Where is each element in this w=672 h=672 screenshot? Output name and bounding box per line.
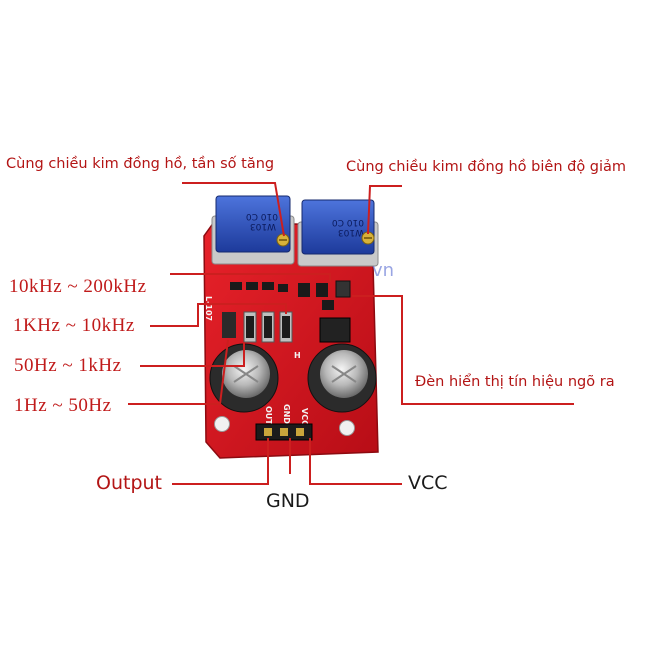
potentiometer-frequency: W103 010 C0 bbox=[211, 195, 295, 265]
vcc-pin-label: VCC bbox=[408, 472, 448, 494]
callout-vcc bbox=[309, 438, 402, 485]
smd-components bbox=[230, 280, 351, 343]
pot-right-code: W103 bbox=[338, 227, 364, 237]
amplitude-knob-note: Cùng chiều kimı đồng hồ biên độ giảm bbox=[346, 159, 627, 175]
watermark: vn bbox=[372, 260, 395, 281]
capacitor-right bbox=[307, 343, 377, 413]
range-label-3: 50Hz ~ 1kHz bbox=[14, 355, 122, 376]
potentiometer-amplitude: W103 010 C0 bbox=[297, 199, 379, 267]
signal-led-note: Đèn hiển thị tín hiệu ngõ ra bbox=[415, 374, 615, 390]
mounting-hole bbox=[339, 420, 355, 436]
callout-frequency bbox=[182, 182, 285, 237]
silk-model: L-107 bbox=[204, 296, 213, 321]
pot-left-code: W103 bbox=[250, 221, 276, 231]
callout-output bbox=[172, 438, 269, 485]
pot-right-code2: 010 C0 bbox=[332, 217, 364, 227]
gnd-pin-label: GND bbox=[266, 490, 310, 512]
callout-range-3 bbox=[140, 342, 245, 367]
pot-left-code2: 010 C0 bbox=[246, 211, 278, 221]
range-label-4: 1Hz ~ 50Hz bbox=[14, 395, 112, 416]
range-label-1: 10kHz ~ 200kHz bbox=[9, 276, 147, 297]
output-pin-label: Output bbox=[96, 472, 162, 494]
pin-header bbox=[255, 423, 313, 441]
silk-h: H bbox=[294, 351, 301, 360]
frequency-knob-note: Cùng chiều kim đồng hồ, tần số tăng bbox=[6, 156, 275, 172]
callout-lines bbox=[128, 182, 574, 485]
callout-amplitude bbox=[367, 185, 402, 235]
silk-vcc: VCC bbox=[300, 408, 309, 426]
range-jumpers bbox=[222, 311, 293, 343]
callout-range-1 bbox=[170, 273, 331, 282]
capacitor-left bbox=[209, 343, 279, 413]
silk-out: OUT bbox=[264, 406, 273, 425]
callout-range-4 bbox=[128, 339, 229, 405]
silk-gnd: GND bbox=[282, 404, 291, 424]
callout-range-2 bbox=[150, 303, 287, 327]
range-label-2: 1KHz ~ 10kHz bbox=[13, 315, 135, 336]
mounting-hole bbox=[214, 416, 230, 432]
callout-led bbox=[352, 295, 574, 405]
